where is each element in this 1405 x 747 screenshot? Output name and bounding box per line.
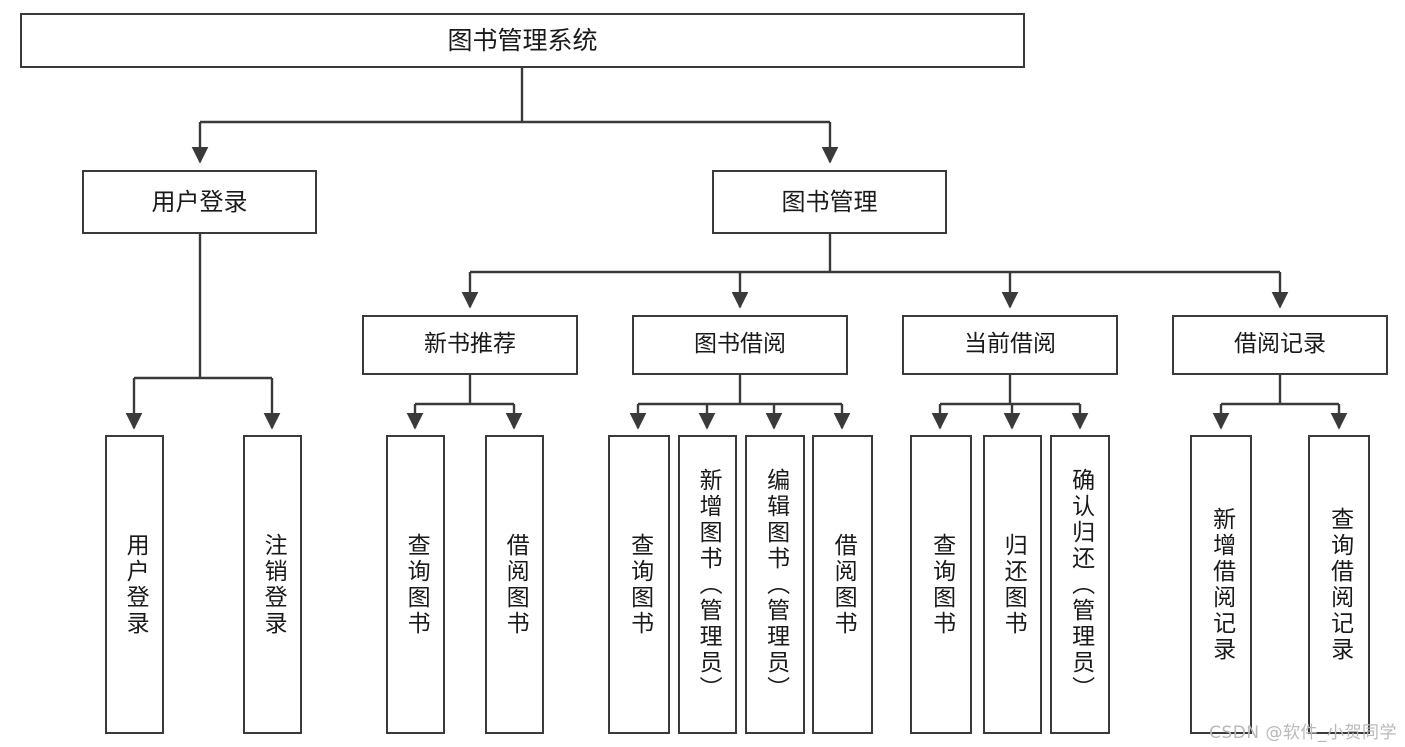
node-new-book-recommend-label: 新书推荐 xyxy=(424,331,516,358)
leaf-query-book-current[interactable]: 查询图书 xyxy=(910,435,972,734)
leaf-user-login-label: 用户登录 xyxy=(122,532,149,637)
node-current-borrow-label: 当前借阅 xyxy=(964,331,1056,358)
node-book-management[interactable]: 图书管理 xyxy=(712,170,947,234)
watermark: CSDN @软件_小贺同学 xyxy=(1209,723,1397,743)
leaf-add-book-admin[interactable]: 新增图书（管理员） xyxy=(678,435,737,734)
leaf-logout[interactable]: 注销登录 xyxy=(243,435,302,734)
leaf-query-book-recommend[interactable]: 查询图书 xyxy=(386,435,445,734)
leaf-logout-label: 注销登录 xyxy=(260,532,287,637)
leaf-lend-book[interactable]: 借阅图书 xyxy=(812,435,873,734)
leaf-query-book-borrow[interactable]: 查询图书 xyxy=(608,435,670,734)
leaf-query-book-recommend-label: 查询图书 xyxy=(403,532,430,637)
node-book-borrow[interactable]: 图书借阅 xyxy=(632,315,848,375)
leaf-edit-book-admin-label: 编辑图书（管理员） xyxy=(762,467,789,702)
leaf-query-borrow-record[interactable]: 查询借阅记录 xyxy=(1308,435,1370,734)
leaf-lend-book-label: 借阅图书 xyxy=(830,532,857,637)
node-borrow-records[interactable]: 借阅记录 xyxy=(1172,315,1388,375)
leaf-return-book[interactable]: 归还图书 xyxy=(983,435,1042,734)
leaf-add-borrow-record[interactable]: 新增借阅记录 xyxy=(1190,435,1252,734)
node-book-borrow-label: 图书借阅 xyxy=(694,331,786,358)
leaf-query-book-current-label: 查询图书 xyxy=(928,532,955,637)
leaf-query-borrow-record-label: 查询借阅记录 xyxy=(1326,506,1353,663)
leaf-confirm-return-admin[interactable]: 确认归还（管理员） xyxy=(1050,435,1110,734)
node-borrow-records-label: 借阅记录 xyxy=(1234,331,1326,358)
node-user-login[interactable]: 用户登录 xyxy=(82,170,317,234)
leaf-query-book-borrow-label: 查询图书 xyxy=(626,532,653,637)
leaf-borrow-book-recommend[interactable]: 借阅图书 xyxy=(485,435,544,734)
leaf-edit-book-admin[interactable]: 编辑图书（管理员） xyxy=(745,435,805,734)
leaf-borrow-book-recommend-label: 借阅图书 xyxy=(502,532,529,637)
leaf-user-login[interactable]: 用户登录 xyxy=(105,435,164,734)
node-book-management-label: 图书管理 xyxy=(781,187,878,216)
leaf-add-borrow-record-label: 新增借阅记录 xyxy=(1208,506,1235,663)
leaf-return-book-label: 归还图书 xyxy=(1000,532,1027,637)
node-root[interactable]: 图书管理系统 xyxy=(20,13,1025,68)
node-new-book-recommend[interactable]: 新书推荐 xyxy=(362,315,578,375)
node-current-borrow[interactable]: 当前借阅 xyxy=(902,315,1118,375)
node-root-label: 图书管理系统 xyxy=(447,25,598,55)
leaf-add-book-admin-label: 新增图书（管理员） xyxy=(695,467,722,702)
leaf-confirm-return-admin-label: 确认归还（管理员） xyxy=(1067,467,1094,702)
node-user-login-label: 用户登录 xyxy=(151,187,248,216)
